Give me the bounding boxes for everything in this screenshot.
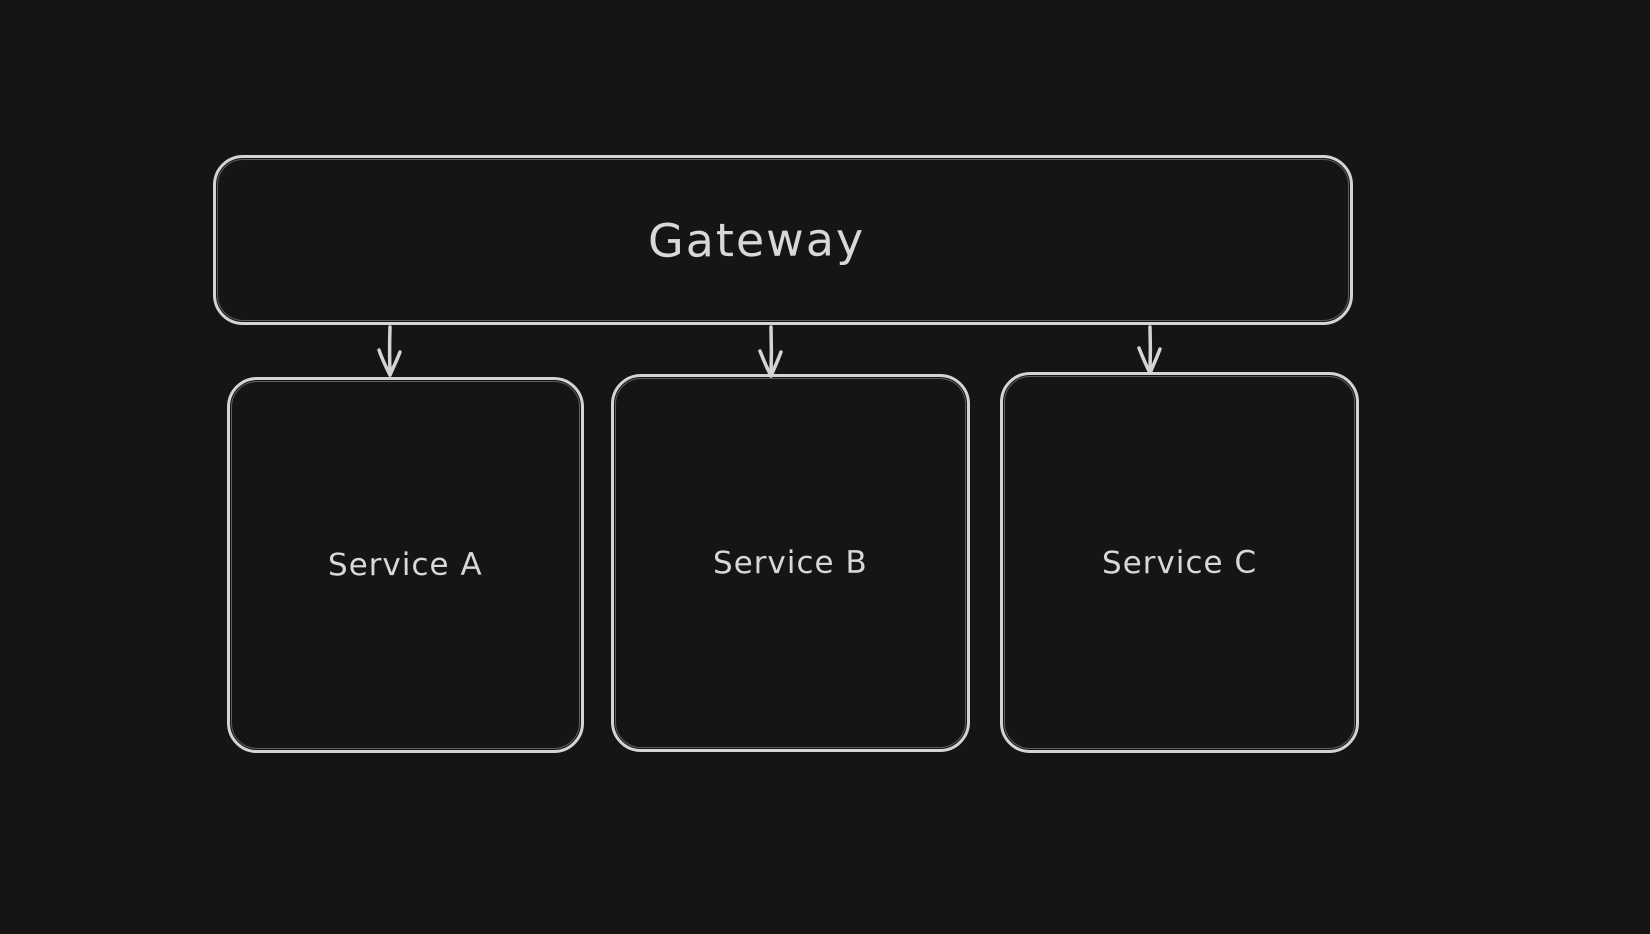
gateway-node[interactable]: Gateway [213,155,1353,325]
arrow-gateway-to-service-c[interactable] [1137,325,1162,375]
arrow-gateway-to-service-a[interactable] [377,325,402,377]
service-b-node[interactable]: Service B [611,374,970,752]
service-c-node[interactable]: Service C [1000,372,1359,753]
arrow-gateway-to-service-b[interactable] [758,325,783,378]
service-a-node[interactable]: Service A [227,377,584,753]
